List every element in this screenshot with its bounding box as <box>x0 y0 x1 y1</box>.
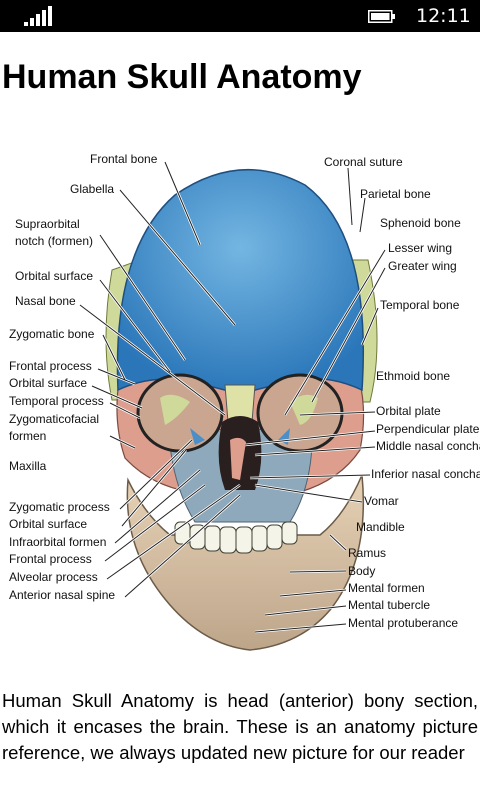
label-lesser-wing: Lesser wing <box>388 241 453 255</box>
skull-illustration <box>79 161 387 651</box>
label-vomar: Vomar <box>364 494 399 508</box>
label-glabella: Glabella <box>70 182 115 196</box>
battery-icon <box>368 10 395 23</box>
mandible-shape <box>126 474 365 651</box>
label-anterior-nasal-spine: Anterior nasal spine <box>9 588 116 602</box>
label-orbital-surface-frontal: Orbital surface <box>15 269 94 283</box>
label-frontal-process-maxilla: Frontal process <box>9 552 92 566</box>
description-text: Human Skull Anatomy is head (anterior) b… <box>2 690 478 763</box>
label-orbital-surface-maxilla: Orbital surface <box>9 517 88 531</box>
label-zygomatic-bone: Zygomatic bone <box>9 327 95 341</box>
label-temporal-bone: Temporal bone <box>380 298 460 312</box>
label-middle-nasal-concha: Middle nasal concha <box>376 439 480 453</box>
label-mental-protuberance: Mental protuberance <box>348 616 459 630</box>
clock: 12:11 <box>416 5 471 27</box>
label-nasal-bone: Nasal bone <box>15 294 76 308</box>
label-inferior-nasal-concha: Inferior nasal concha <box>371 467 480 481</box>
label-ramus: Ramus <box>348 546 387 560</box>
label-alveolar-process: Alveolar process <box>9 570 98 584</box>
label-mandible: Mandible <box>356 520 405 534</box>
label-zygomaticofacial-formen: formen <box>9 429 47 443</box>
label-greater-wing: Greater wing <box>388 259 457 273</box>
label-maxilla: Maxilla <box>9 459 47 473</box>
label-zygomaticofacial: Zygomaticofacial <box>9 412 100 426</box>
skull-anatomy-figure: Frontal bone Glabella Supraorbital notch… <box>0 140 480 660</box>
label-body: Body <box>348 564 376 578</box>
label-mental-formen: Mental formen <box>348 581 425 595</box>
label-parietal-bone: Parietal bone <box>360 187 431 201</box>
label-ethmoid-bone: Ethmoid bone <box>376 369 451 383</box>
label-coronal-suture: Coronal suture <box>324 155 403 169</box>
label-supraorbital: Supraorbital <box>15 217 80 231</box>
signal-bars-icon <box>24 6 52 26</box>
label-infraorbital-formen: Infraorbital formen <box>9 535 107 549</box>
label-sphenoid-bone: Sphenoid bone <box>380 216 461 230</box>
label-orbital-surface-zygomatic: Orbital surface <box>9 376 88 390</box>
status-bar: 12:11 <box>0 0 480 32</box>
label-mental-tubercle: Mental tubercle <box>348 598 431 612</box>
label-frontal-bone: Frontal bone <box>90 152 158 166</box>
label-temporal-process: Temporal process <box>9 394 104 408</box>
upper-teeth <box>174 521 298 554</box>
label-supraorbital-notch: notch (formen) <box>15 234 94 248</box>
page-title: Human Skull Anatomy <box>2 58 362 96</box>
label-frontal-process-zygomatic: Frontal process <box>9 359 92 373</box>
label-perpendicular-plate: Perpendicular plate <box>376 422 480 436</box>
label-orbital-plate: Orbital plate <box>376 404 441 418</box>
label-zygomatic-process: Zygomatic process <box>9 500 110 514</box>
